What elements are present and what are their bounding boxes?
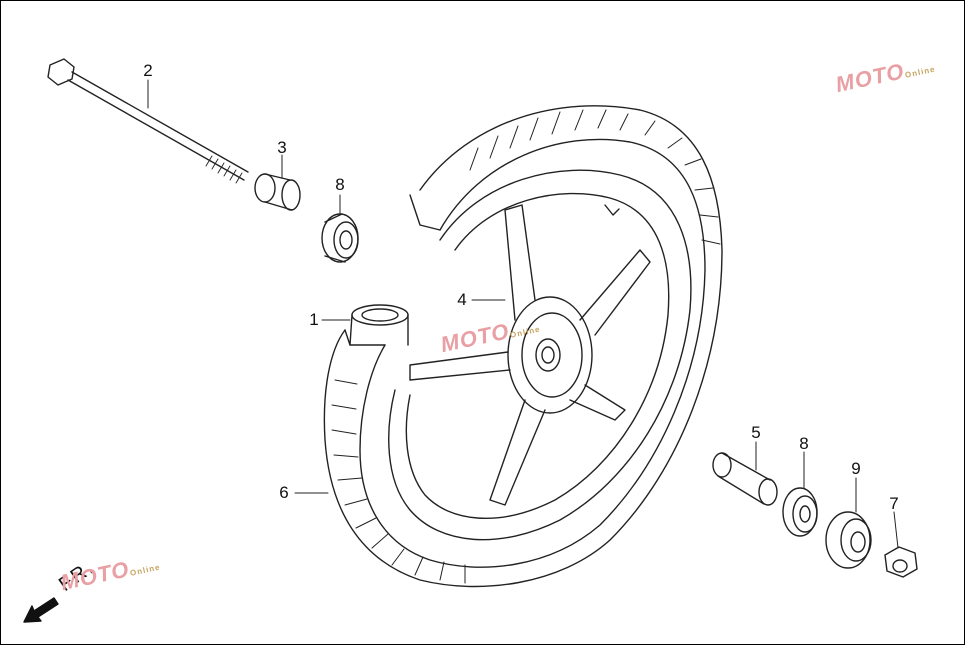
collar: [254, 173, 301, 211]
callout-6: 6: [279, 483, 289, 502]
rim: [388, 169, 692, 541]
callout-9: 9: [851, 459, 861, 478]
callout-2: 2: [143, 61, 153, 80]
callout-5: 5: [751, 423, 761, 442]
tire: [323, 105, 723, 588]
oil-seal: [825, 511, 872, 569]
spacer-tube: [349, 304, 409, 346]
spacer-right: [712, 452, 778, 506]
axle-nut: [884, 546, 918, 578]
callout-8-right: 8: [799, 434, 809, 453]
leader-lines: [147, 79, 899, 549]
callout-4: 4: [457, 290, 467, 309]
bearing-top: [321, 213, 359, 263]
callout-1: 1: [309, 310, 319, 329]
callout-7: 7: [889, 494, 899, 513]
bearing-right: [782, 487, 818, 537]
callout-3: 3: [277, 138, 287, 157]
callout-8-top: 8: [335, 175, 345, 194]
axle-bolt: [47, 58, 249, 184]
front-arrow-icon: [23, 597, 59, 623]
